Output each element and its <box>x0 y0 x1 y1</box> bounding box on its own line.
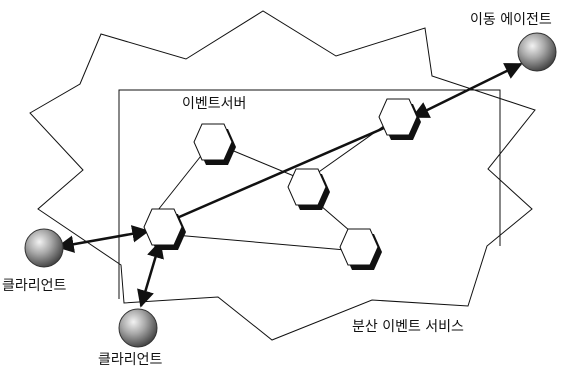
client-label-bottom: 클라리언트 <box>98 352 163 368</box>
link-server-center-right <box>169 119 401 223</box>
client-label-left: 클라리언트 <box>2 278 67 294</box>
event-server-label: 이벤트서버 <box>182 96 246 112</box>
mobile-agent-node <box>517 32 557 72</box>
arrow-client-bottom <box>137 240 164 308</box>
event-server-middle <box>287 168 330 210</box>
mobile-agent-label: 이동 에이전트 <box>470 12 552 28</box>
event-server-lower <box>339 228 382 270</box>
arrow-client-left <box>56 225 150 253</box>
event-server-right <box>378 98 421 140</box>
distributed-event-service-label: 분산 이벤트 서비스 <box>352 319 464 335</box>
event-server-top <box>193 123 236 165</box>
link-server-center-low <box>174 234 358 252</box>
service-boundary <box>29 10 536 341</box>
arrow-mobile-agent <box>411 62 523 119</box>
service-region-outline <box>118 89 501 299</box>
client-node-left <box>24 228 64 268</box>
event-server-client <box>143 208 186 250</box>
client-node-bottom <box>118 308 158 348</box>
